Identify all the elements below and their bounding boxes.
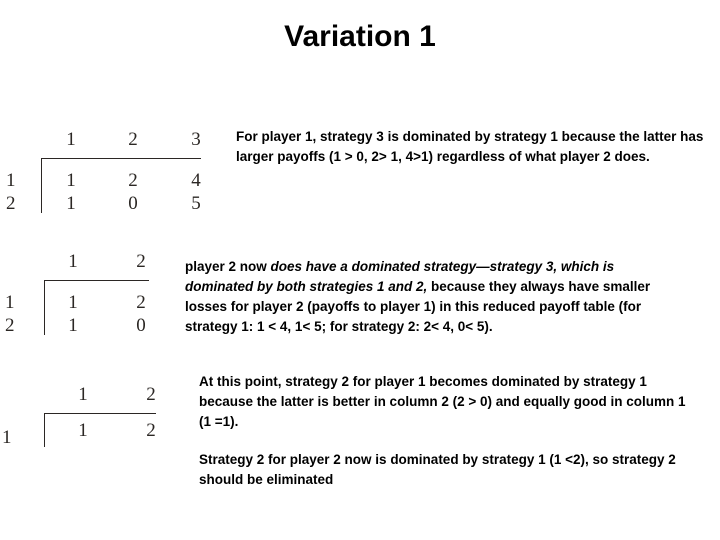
column-header: 1	[78, 384, 88, 405]
page-title: Variation 1	[284, 20, 436, 53]
row-label: 1	[5, 292, 15, 313]
matrix-horizontal-rule	[44, 413, 156, 414]
column-header: 3	[191, 129, 201, 150]
column-header: 2	[128, 129, 138, 150]
matrix-horizontal-rule	[41, 158, 201, 159]
row-label: 2	[5, 315, 15, 336]
matrix-cell: 5	[191, 193, 201, 214]
explanation-paragraph-4: Strategy 2 for player 2 now is dominated…	[199, 452, 676, 487]
column-header: 1	[68, 251, 78, 272]
matrix-cell: 1	[66, 193, 76, 214]
paragraph-2-tail: because they always have smaller losses …	[185, 279, 651, 334]
matrix-vertical-rule	[44, 413, 45, 447]
column-header: 1	[66, 129, 76, 150]
row-label: 1	[6, 170, 16, 191]
column-header: 2	[136, 251, 146, 272]
paragraph-2-emphasis: does have a dominated strategy—strategy …	[185, 259, 615, 294]
matrix-cell: 1	[66, 170, 76, 191]
column-header: 2	[146, 384, 156, 405]
explanation-paragraph-3: At this point, strategy 2 for player 1 b…	[199, 374, 686, 429]
matrix-cell: 1	[78, 420, 88, 441]
matrix-cell: 4	[191, 170, 201, 191]
matrix-cell: 0	[128, 193, 138, 214]
matrix-cell: 2	[146, 420, 156, 441]
explanation-paragraph-1: For player 1, strategy 3 is dominated by…	[236, 129, 704, 164]
matrix-vertical-rule	[41, 158, 42, 213]
matrix-cell: 1	[68, 292, 78, 313]
matrix-horizontal-rule	[44, 280, 149, 281]
matrix-cell: 1	[68, 315, 78, 336]
matrix-cell: 2	[128, 170, 138, 191]
matrix-cell: 0	[136, 315, 146, 336]
matrix-vertical-rule	[44, 280, 45, 335]
matrix-cell: 2	[136, 292, 146, 313]
row-label: 2	[6, 193, 16, 214]
row-label: 1	[2, 427, 12, 448]
explanation-paragraph-2: player 2 now does have a dominated strat…	[185, 257, 685, 337]
paragraph-2-lead: player 2 now	[185, 259, 271, 274]
